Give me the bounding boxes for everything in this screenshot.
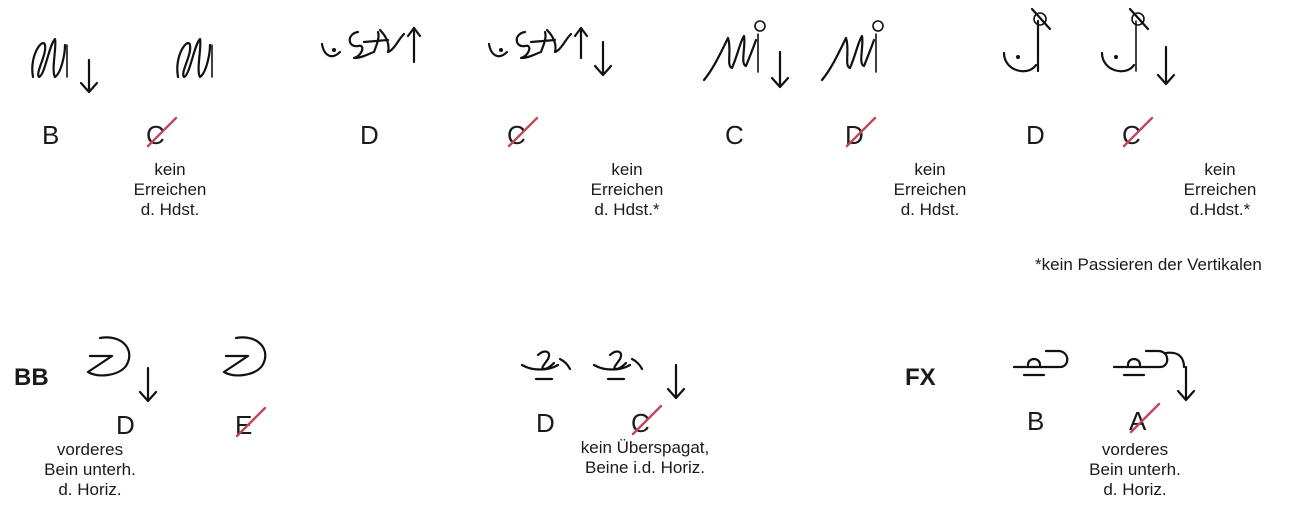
- grade-7: D: [1026, 120, 1045, 150]
- figure-8-with-arrow: [1100, 7, 1176, 86]
- figure-13: [1012, 349, 1069, 377]
- strike-mark: [845, 116, 877, 148]
- grade-8-struck: C: [1122, 120, 1141, 150]
- figure-5-with-arrow: [702, 20, 790, 89]
- grade-9: D: [116, 410, 135, 440]
- figure-4-with-arrow: [487, 26, 613, 77]
- figure-2: [176, 37, 213, 79]
- strike-mark: [235, 406, 267, 438]
- grade-11: D: [536, 408, 555, 438]
- note-6: kein Überspagat,Beine i.d. Horiz.: [580, 438, 710, 477]
- strike-mark: [1122, 116, 1154, 148]
- footnote: *kein Passieren der Vertikalen: [1035, 255, 1262, 274]
- figure-3: [320, 26, 422, 64]
- strike-mark: [1129, 402, 1161, 434]
- grade-1: B: [42, 120, 60, 150]
- element-label-bb: BB: [14, 364, 49, 391]
- element-label-fx: FX: [905, 364, 936, 391]
- grade-2-struck: C: [146, 120, 165, 150]
- strike-mark: [631, 404, 663, 436]
- grade-6-struck: D: [845, 120, 864, 150]
- strike-mark: [146, 116, 178, 148]
- figure-9-with-arrow: [86, 336, 158, 403]
- grade-12-struck: C: [631, 408, 650, 438]
- grade-10-struck: E: [235, 410, 253, 440]
- grade-13: B: [1027, 406, 1045, 436]
- figure-14-with-arrow: [1112, 349, 1196, 402]
- grade-5: C: [725, 120, 744, 150]
- grade-4-struck: C: [507, 120, 526, 150]
- figure-7: [1002, 7, 1052, 73]
- figure-1-with-arrow: [31, 37, 99, 94]
- strike-mark: [507, 116, 539, 148]
- figure-6: [820, 20, 884, 82]
- figure-11: [520, 350, 572, 381]
- figure-10: [222, 336, 267, 377]
- grade-3: D: [360, 120, 379, 150]
- grade-14-struck: A: [1129, 406, 1147, 436]
- figure-12-with-arrow: [592, 350, 686, 400]
